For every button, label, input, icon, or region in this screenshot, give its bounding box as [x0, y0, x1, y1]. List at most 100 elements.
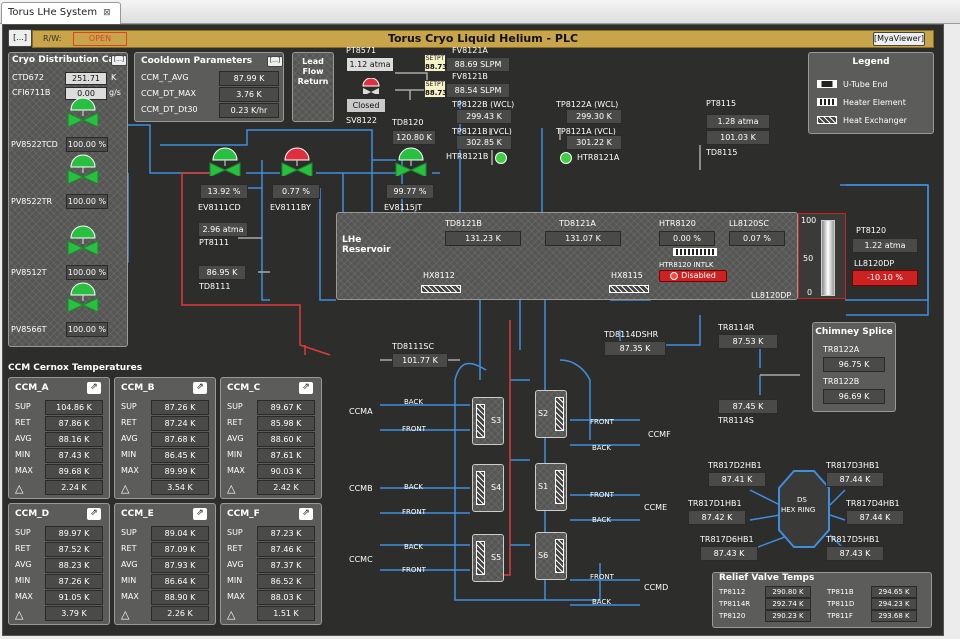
ccm-row-label: MAX — [121, 592, 139, 601]
unit-label: g/s — [109, 88, 121, 97]
cfi-label: CFI6711B — [12, 88, 51, 97]
page-title: Torus Cryo Liquid Helium - PLC — [387, 32, 579, 45]
myaviewer-button[interactable]: [MyaViewer] — [873, 32, 925, 46]
tr8114s-label: TR8114S — [718, 416, 754, 425]
ccm-row-value: 88.23 K — [45, 558, 103, 573]
ctd672-value: 251.71 — [65, 72, 107, 85]
relief-label: TP811F — [827, 612, 853, 620]
ccm-row-value: 87.24 K — [151, 416, 209, 431]
ccm-row-value: 87.86 K — [45, 416, 103, 431]
tr8114r-label: TR8114R — [718, 323, 755, 332]
ring-sensor-label: TR817D4HB1 — [846, 499, 900, 508]
ds-hex-ring: DS HEX RING — [778, 470, 830, 548]
ccm-delta-value: 2.24 K — [45, 480, 103, 495]
flow-direction-label: BACK — [404, 483, 423, 491]
ccm-row-label: SUP — [15, 402, 31, 411]
ccm-row-label: RET — [15, 418, 31, 427]
ev-valve-icon[interactable] — [208, 146, 242, 178]
pv-valve-icon[interactable] — [66, 96, 100, 128]
popout-icon[interactable]: ⇗ — [87, 508, 101, 520]
ccm-row-label: AVG — [121, 434, 138, 443]
splice-label: S4 — [491, 483, 502, 492]
splice-s1[interactable]: S1 — [535, 463, 567, 511]
panel-title: Cooldown Parameters — [141, 56, 253, 66]
blue-pipes — [121, 100, 929, 606]
popout-icon[interactable]: ⇗ — [87, 382, 101, 394]
popout-icon[interactable]: ⇗ — [193, 382, 207, 394]
ccm-row-label: SUP — [121, 528, 137, 537]
heat-exchanger-icon — [817, 116, 837, 124]
ev-valve-icon[interactable] — [394, 146, 428, 178]
ev-valve-icon[interactable] — [280, 146, 314, 178]
relief-label: TP8120 — [719, 612, 746, 620]
cooldown-label: CCM_DT_MAX — [141, 89, 196, 98]
popout-icon[interactable]: ⇗ — [299, 508, 313, 520]
ccm-row-value: 89.99 K — [151, 464, 209, 479]
splice-label: S1 — [538, 482, 549, 491]
td8111-value: 86.95 K — [198, 265, 246, 280]
lead-flow-text: Lead — [302, 57, 324, 66]
valve-name-label: PV8522TR — [11, 197, 53, 206]
gauge-tick: 0 — [807, 288, 813, 297]
splice-s2[interactable]: S2 — [535, 390, 567, 438]
delta-icon: △ — [15, 482, 24, 495]
delta-icon: △ — [15, 608, 24, 621]
ring-sensor-value: 87.43 K — [700, 546, 758, 561]
ccm-row-value: 87.93 K — [151, 558, 209, 573]
ccm-row-label: RET — [121, 544, 137, 553]
tr8122b-value: 96.69 K — [823, 389, 885, 404]
ccm-row-value: 87.46 K — [257, 542, 315, 557]
ccm-row-value: 89.68 K — [45, 464, 103, 479]
valve-position-value: 100.00 % — [66, 322, 108, 337]
tr8122a-label: TR8122A — [823, 345, 860, 354]
ev-name-label: EV8111CD — [198, 203, 241, 212]
splice-s4[interactable]: S4 — [472, 464, 504, 512]
relief-label: TP8114R — [719, 600, 751, 608]
td8115-label: TD8115 — [706, 148, 738, 157]
close-icon[interactable]: ⊠ — [103, 8, 111, 18]
tab-torus-lhe[interactable]: Torus LHe System⊠ — [1, 2, 121, 24]
coil-label: CCMF — [648, 430, 671, 439]
sv8122-valve-icon[interactable] — [360, 78, 382, 94]
pv-valve-icon[interactable] — [66, 224, 100, 256]
hx8115-label: HX8115 — [611, 271, 643, 280]
heat-exchanger-icon — [555, 539, 564, 573]
details-button[interactable]: [...] — [111, 55, 127, 66]
htr8120-intlk-status[interactable]: Disabled — [659, 270, 727, 282]
ccm-delta-value: 3.79 K — [45, 606, 103, 621]
cooldown-value: 3.76 K — [219, 87, 279, 102]
menu-button[interactable]: [...] — [8, 29, 32, 47]
td8111sc-value: 101.77 K — [392, 353, 448, 368]
flow-direction-label: FRONT — [590, 573, 614, 581]
fv8121b-value: 88.54 SLPM — [446, 83, 510, 98]
details-button[interactable]: [...] — [267, 56, 283, 67]
coil-label: CCMC — [349, 555, 373, 564]
delta-icon: △ — [227, 482, 236, 495]
legend-item: U-Tube End — [843, 80, 888, 89]
ccm-row-label: MIN — [227, 576, 243, 585]
splice-s3[interactable]: S3 — [472, 397, 504, 445]
popout-icon[interactable]: ⇗ — [299, 382, 313, 394]
pv-valve-icon[interactable] — [66, 153, 100, 185]
relief-value: 294.23 K — [871, 598, 917, 610]
td8121a-label: TD8121A — [559, 219, 596, 228]
pt8111-value: 2.96 atma — [198, 222, 248, 237]
popout-icon[interactable]: ⇗ — [193, 508, 207, 520]
ccm-row-value: 88.90 K — [151, 590, 209, 605]
ll8120dp-value: -10.10 % — [852, 270, 918, 286]
td8111-label: TD8111 — [199, 282, 231, 291]
htr8120-value: 0.00 % — [659, 231, 715, 246]
pv-valve-icon[interactable] — [66, 281, 100, 313]
ccm-row-label: AVG — [227, 434, 244, 443]
splice-s5[interactable]: S5 — [472, 534, 504, 582]
rw-status[interactable]: OPEN — [73, 32, 127, 46]
reservoir-title: Reservoir — [342, 245, 391, 255]
ccm-row-label: AVG — [15, 434, 32, 443]
splice-s6[interactable]: S6 — [535, 532, 567, 580]
htr8121a-label: HTR8121A — [577, 153, 620, 162]
fv8121b-label: FV8121B — [452, 72, 488, 81]
